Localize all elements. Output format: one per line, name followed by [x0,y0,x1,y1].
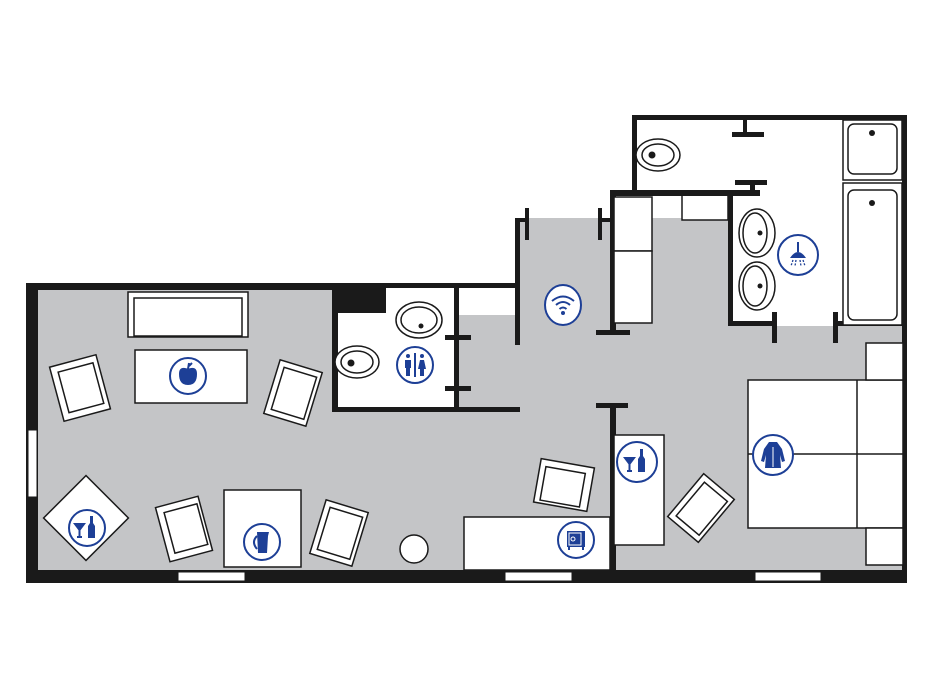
apple-icon [169,357,207,395]
windows [27,429,822,582]
bathrobe-icon [752,434,794,476]
guest-wc-niche [458,290,515,315]
nightstand [865,527,904,566]
closet-niche [681,194,729,221]
wardrobe-bottom [613,250,653,324]
nightstand [865,342,904,381]
window [754,571,822,582]
sofa-seat [133,297,243,337]
stool [399,534,429,564]
window [504,571,573,582]
armchair [154,495,214,563]
toilet-restroom-icon [396,346,434,384]
armchair [666,472,736,544]
window [27,429,38,498]
wifi-icon [544,284,582,326]
armchair [262,358,324,428]
wardrobe-top [613,196,653,252]
shower-icon [777,234,819,276]
kettle-icon [243,523,281,561]
armchair [48,353,112,423]
fixture-drains [347,130,875,367]
window [177,571,246,582]
safe-icon [557,521,595,559]
minibar-icon [68,509,106,547]
armchair [532,457,596,513]
minibar-icon [616,441,658,483]
armchair [308,498,370,568]
